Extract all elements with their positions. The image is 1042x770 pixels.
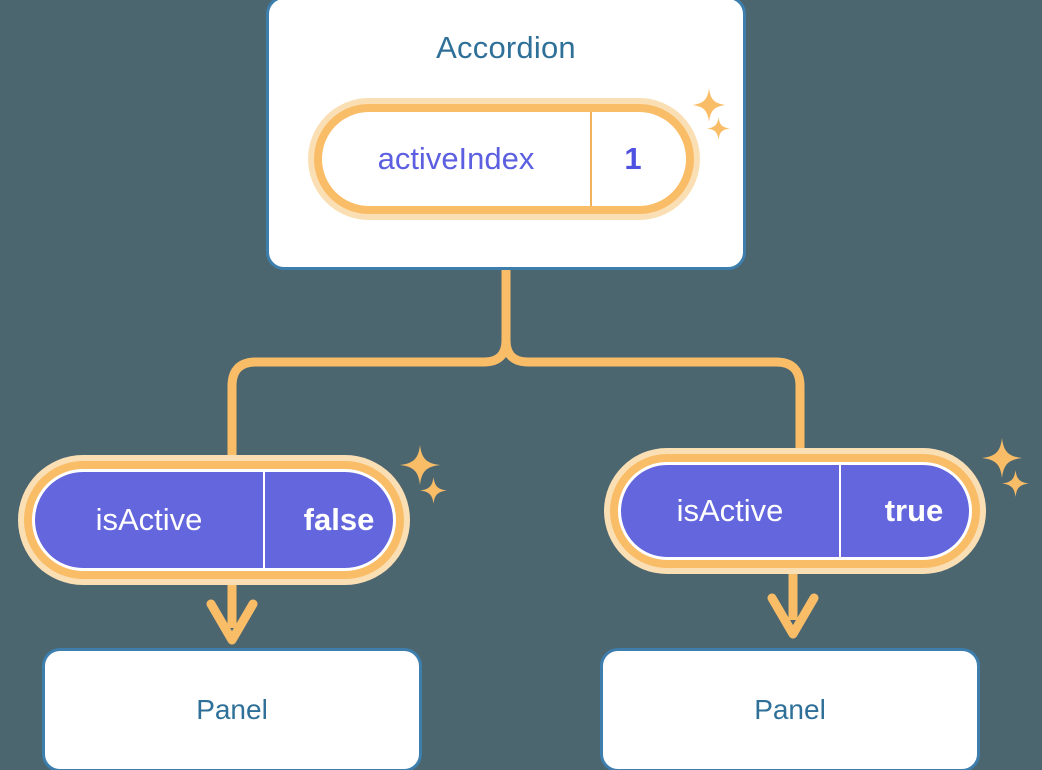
badge-inner: isActive false	[32, 469, 396, 571]
badge-inner: activeIndex 1	[322, 112, 686, 206]
badge-value: 1	[624, 141, 642, 176]
activeindex-state-badge[interactable]: activeIndex 1	[308, 98, 700, 220]
badge-value: true	[884, 493, 944, 528]
isactive-true-badge[interactable]: isActive true	[604, 448, 986, 574]
badge-value: false	[303, 502, 375, 537]
sparkle-large-icon	[400, 445, 440, 485]
sparkle-small-icon	[707, 117, 730, 140]
badge-key: activeIndex	[377, 141, 535, 176]
panel-title: Panel	[754, 694, 826, 725]
badge-divider	[590, 112, 592, 206]
panel-card-left[interactable]: Panel	[42, 648, 422, 770]
arrowhead-right-icon	[767, 593, 819, 639]
arrowhead-left-icon	[206, 599, 258, 645]
sparkle-large-icon	[982, 438, 1022, 478]
sparkle-large-icon	[692, 88, 726, 122]
isactive-false-badge[interactable]: isActive false	[18, 455, 410, 585]
badge-key: isActive	[95, 502, 203, 537]
badge-divider	[839, 465, 841, 557]
badge-divider	[263, 472, 265, 568]
connector-root-split-left	[227, 265, 511, 463]
badge-key: isActive	[676, 493, 784, 528]
panel-title: Panel	[196, 694, 268, 725]
panel-card-right[interactable]: Panel	[600, 648, 980, 770]
page-title: Accordion	[436, 30, 576, 65]
sparkle-small-icon	[420, 477, 447, 504]
connector-root-split	[501, 265, 805, 455]
badge-inner: isActive true	[618, 462, 972, 560]
sparkle-small-icon	[1002, 470, 1029, 497]
